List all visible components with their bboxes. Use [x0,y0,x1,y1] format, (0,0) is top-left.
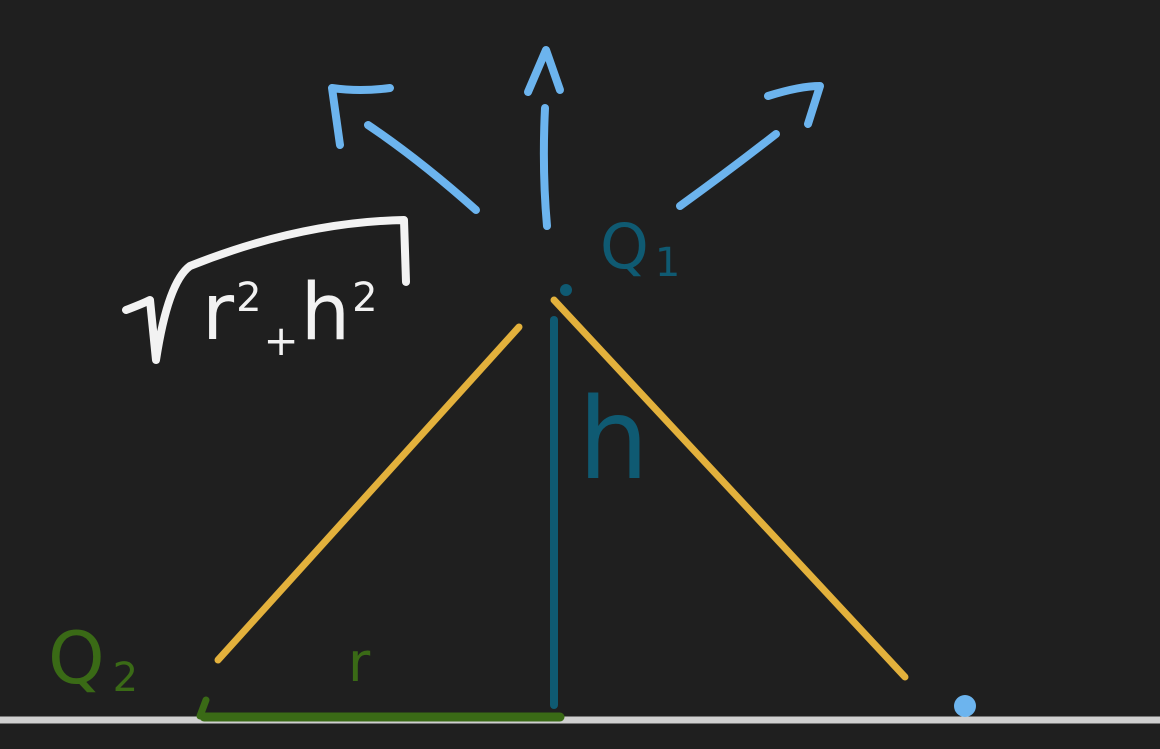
sqrt-expression: r2+h2 [202,274,380,362]
sqrt-h: h [300,268,353,358]
field-arrow-up [524,46,564,230]
sqrt-sign [122,216,410,364]
q2-label: Q2 [48,622,146,698]
field-arrow-left [328,84,480,214]
sqrt-h-exponent: 2 [352,275,380,321]
radius-label: r [348,631,371,694]
q1-point [560,284,572,296]
sqrt-r: r [202,268,237,358]
q1-subscript: 1 [654,240,687,286]
q1-label: Q1 [600,216,687,286]
hypotenuse-left [214,323,523,664]
sqrt-r-exponent: 2 [236,275,264,321]
q2-letter: Q [48,616,113,700]
q1-letter: Q [600,210,655,283]
sqrt-plus: + [263,316,301,365]
ground-point [954,695,976,717]
field-arrow-right [676,82,824,210]
q2-subscript: 2 [112,655,147,701]
radius-left-tick [196,696,210,720]
height-label: h [578,375,649,505]
hypotenuse-right [550,296,909,681]
